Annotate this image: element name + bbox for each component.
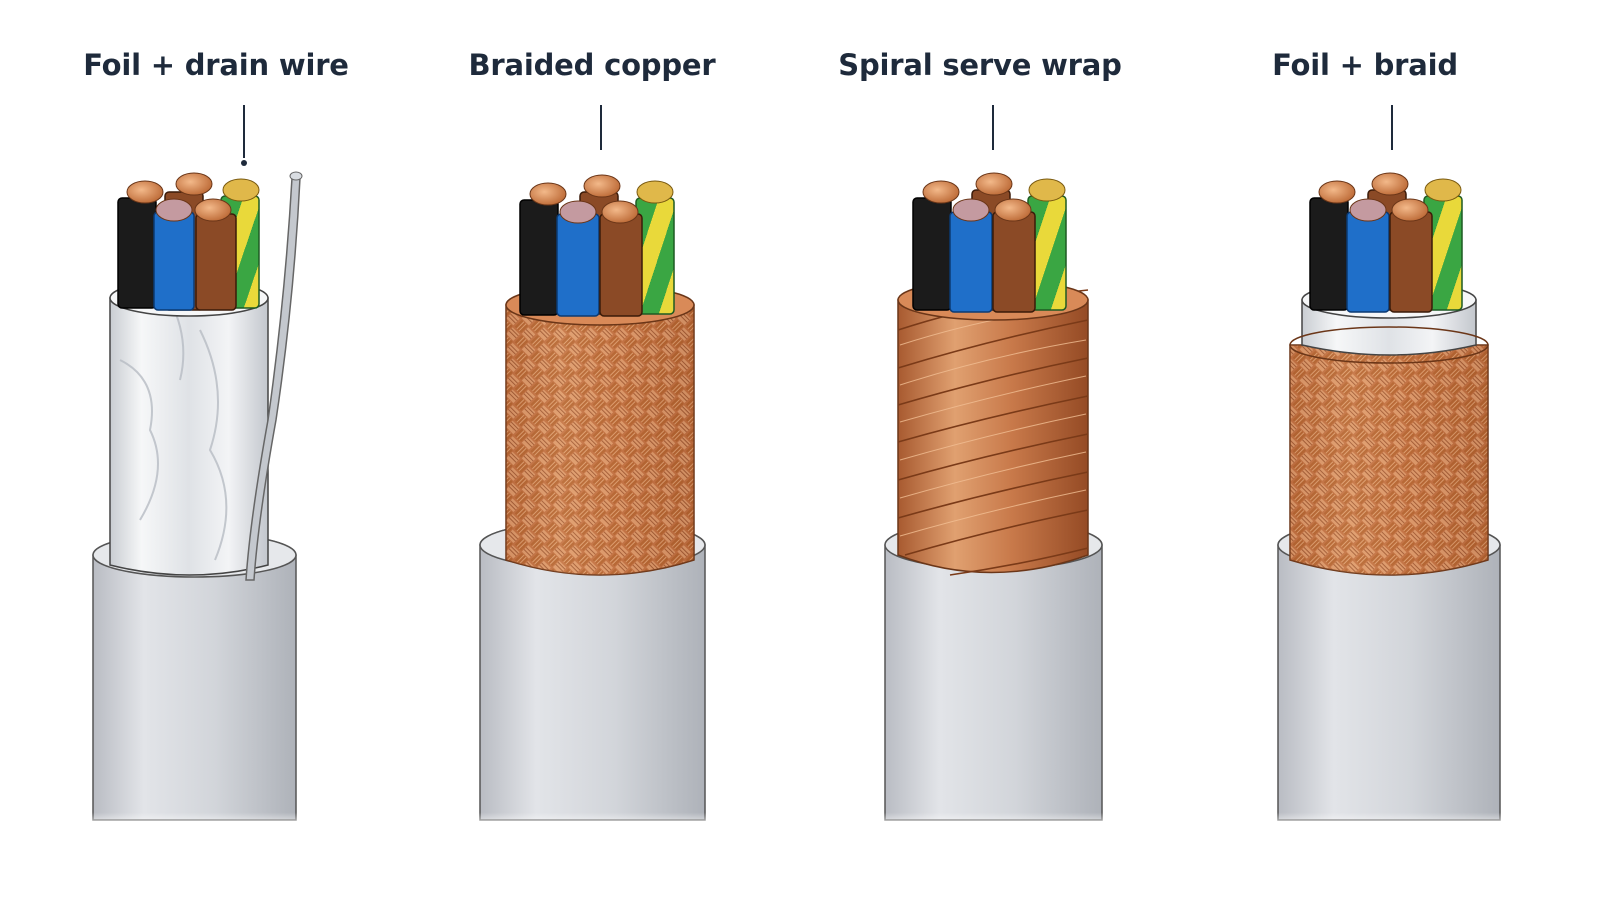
conductors — [117, 172, 260, 311]
cable-braided-copper — [470, 105, 715, 830]
conductors — [912, 172, 1067, 313]
conductor-blue — [153, 211, 195, 311]
label-foil-drain-wire: Foil + drain wire — [83, 48, 349, 82]
foil-shield — [109, 297, 269, 576]
cable-foil-braid — [1268, 105, 1513, 830]
conductor-black — [117, 197, 157, 309]
cable-foil-drain-wire — [80, 105, 310, 830]
label-foil-braid: Foil + braid — [1272, 48, 1458, 82]
leader-dot — [241, 160, 247, 166]
conductors — [519, 174, 675, 317]
label-spiral-serve-wrap: Spiral serve wrap — [838, 48, 1122, 82]
cable-spiral-serve-wrap — [875, 105, 1115, 830]
label-braided-copper: Braided copper — [468, 48, 716, 82]
drain-wire — [245, 177, 301, 581]
conductor-brown-2 — [195, 213, 237, 311]
conductors — [1309, 172, 1463, 313]
